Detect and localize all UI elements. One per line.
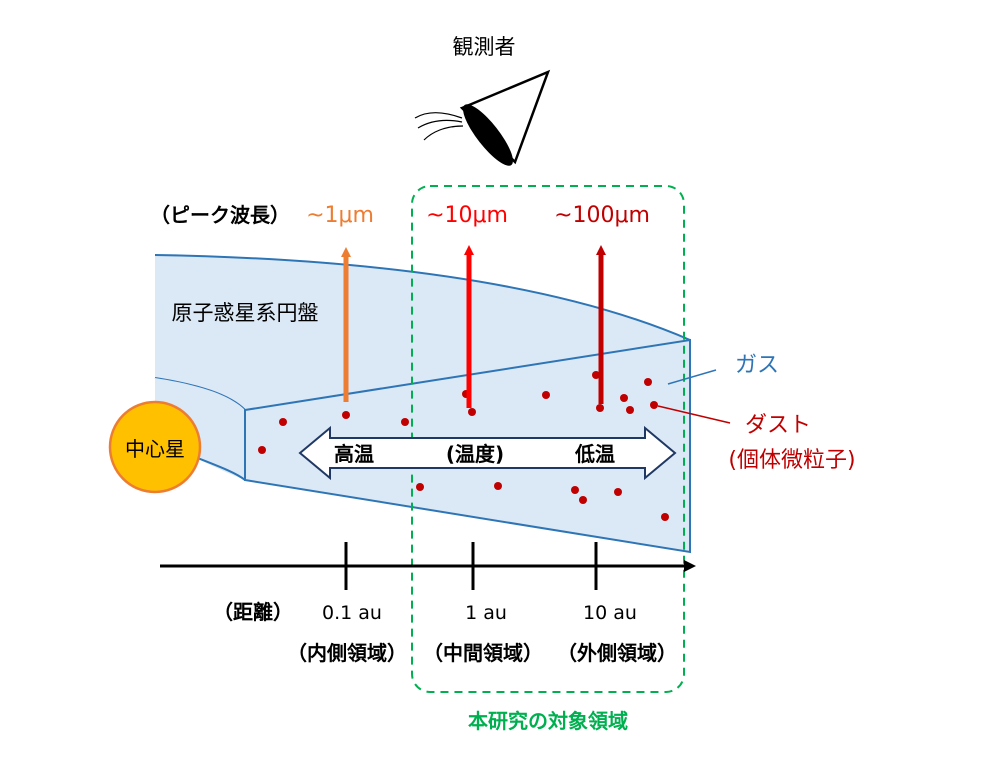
dust-particle <box>626 406 634 414</box>
distance-tick-label-2: 10 au <box>583 602 637 624</box>
disk-gas-upper-outline <box>154 254 691 341</box>
dust-particle <box>650 401 658 409</box>
temperature-hot-label: 高温 <box>334 442 374 466</box>
disk-gas-upper-region <box>155 255 690 410</box>
peak-wavelength-middle: ~10μm <box>426 203 508 228</box>
region-label-outer: （外側領域） <box>557 641 677 665</box>
temperature-axis-label: (温度) <box>446 442 504 466</box>
distance-tick-label-1: 1 au <box>465 602 507 624</box>
temperature-double-arrow <box>298 425 677 481</box>
gas-pointer-line <box>667 369 717 385</box>
distance-tick-label-0: 0.1 au <box>322 602 382 624</box>
dust-particle <box>644 378 652 386</box>
dust-label: ダスト <box>745 413 811 438</box>
disk-label: 原子惑星系円盤 <box>172 301 319 325</box>
dust-particle <box>571 486 579 494</box>
dust-particle <box>620 394 628 402</box>
gas-label: ガス <box>735 353 779 378</box>
dust-particle <box>579 496 587 504</box>
dust-particle <box>542 391 550 399</box>
dust-particle <box>596 404 604 412</box>
dust-pointer-line <box>657 405 731 424</box>
dust-particle <box>279 418 287 426</box>
dust-particle <box>416 483 424 491</box>
dust-particles <box>258 371 669 521</box>
dust-particle <box>494 482 502 490</box>
temperature-cold-label: 低温 <box>574 442 615 466</box>
dust-particle <box>342 411 350 419</box>
region-label-inner: （内側領域） <box>287 641 407 665</box>
region-label-middle: （中間領域） <box>423 641 543 665</box>
dust-particle <box>614 488 622 496</box>
dust-particle <box>401 418 409 426</box>
dust-particle <box>258 446 266 454</box>
observer-label: 観測者 <box>453 35 516 59</box>
peak-wavelength-outer: ~100μm <box>554 203 650 228</box>
peak-wavelength-inner: ~1μm <box>306 203 374 228</box>
dust-sub-label: (個体微粒子) <box>728 448 855 473</box>
dust-particle <box>661 513 669 521</box>
distance-label: （距離） <box>213 600 293 624</box>
observer-telescope-icon <box>414 69 551 166</box>
peak-wavelength-label: （ピーク波長） <box>150 203 290 227</box>
dust-particle <box>468 408 476 416</box>
dust-particle <box>592 371 600 379</box>
central-star <box>108 400 202 494</box>
central-star-label: 中心星 <box>125 437 185 461</box>
study-region-label: 本研究の対象領域 <box>468 709 628 733</box>
